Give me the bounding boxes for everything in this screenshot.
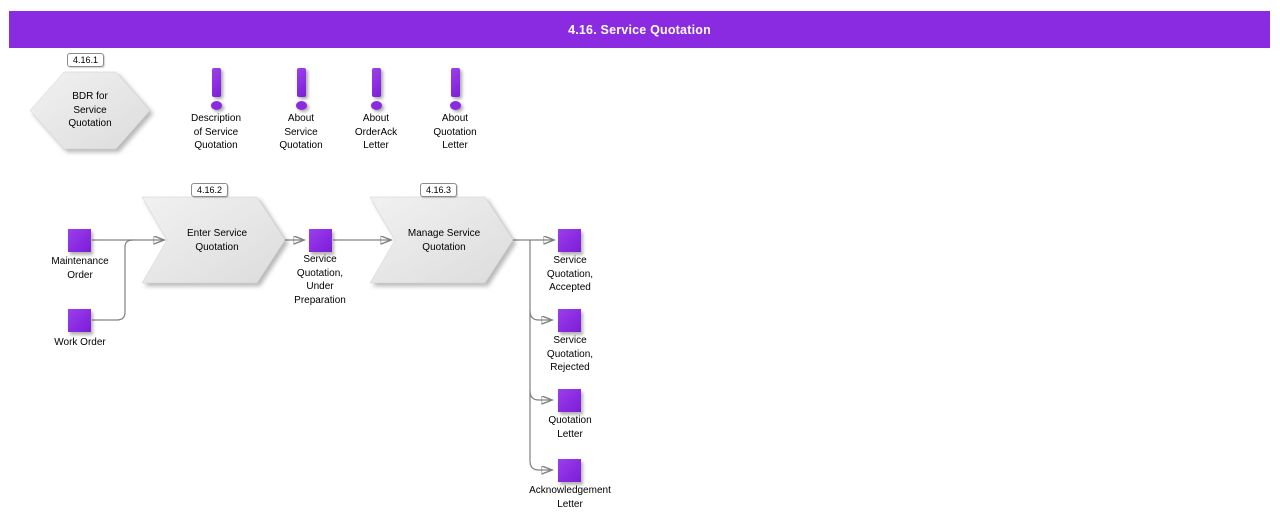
exclamation-icon[interactable] [368,68,384,110]
document-label[interactable]: Acknowledgement Letter [529,485,611,510]
document-label[interactable]: Service Quotation, Under Preparation [294,254,346,306]
info-item-label[interactable]: Description of Service Quotation [190,113,242,151]
document-label[interactable]: Service Quotation, Rejected [546,335,594,373]
bdr-hexagon-label[interactable]: BDR for Service Quotation [68,91,112,129]
document-node-acknowledgement-letter[interactable] [558,459,581,482]
exclamation-bar [296,68,306,97]
document-label[interactable]: Quotation Letter [548,415,592,440]
document-node-maintenance-order[interactable] [68,229,91,252]
exclamation-dot [449,101,461,110]
badge-4-16-2: 4.16.2 [191,183,229,197]
document-node-under-preparation[interactable] [309,229,332,252]
document-node-quotation-rejected[interactable] [558,309,581,332]
process-step-label[interactable]: Enter Service Quotation [186,228,248,253]
document-node-work-order[interactable] [68,309,91,332]
document-label[interactable]: Maintenance Order [51,256,109,281]
exclamation-bar [450,68,460,97]
header-bar: 4.16. Service Quotation [9,11,1270,48]
document-node-quotation-letter[interactable] [558,389,581,412]
bdr-hexagon-node[interactable] [29,71,151,150]
exclamation-dot [370,101,382,110]
exclamation-bar [211,68,221,97]
exclamation-dot [295,101,307,110]
document-label[interactable]: Work Order [54,337,106,348]
exclamation-icon[interactable] [447,68,463,110]
exclamation-bar [371,68,381,97]
page-title: 4.16. Service Quotation [568,22,711,37]
exclamation-icon[interactable] [293,68,309,110]
badge-4-16-1: 4.16.1 [67,53,105,67]
exclamation-icon[interactable] [208,68,224,110]
document-node-quotation-accepted[interactable] [558,229,581,252]
badge-4-16-3: 4.16.3 [420,183,458,197]
process-step-enter-service-quotation[interactable] [141,196,286,284]
info-item-label[interactable]: About Quotation Letter [433,113,477,151]
info-item-label[interactable]: About OrderAck Letter [354,113,398,151]
exclamation-dot [210,101,222,110]
process-step-manage-service-quotation[interactable] [369,196,514,284]
process-step-label[interactable]: Manage Service Quotation [407,228,481,253]
info-item-label[interactable]: About Service Quotation [279,113,323,151]
document-label[interactable]: Service Quotation, Accepted [546,255,594,293]
